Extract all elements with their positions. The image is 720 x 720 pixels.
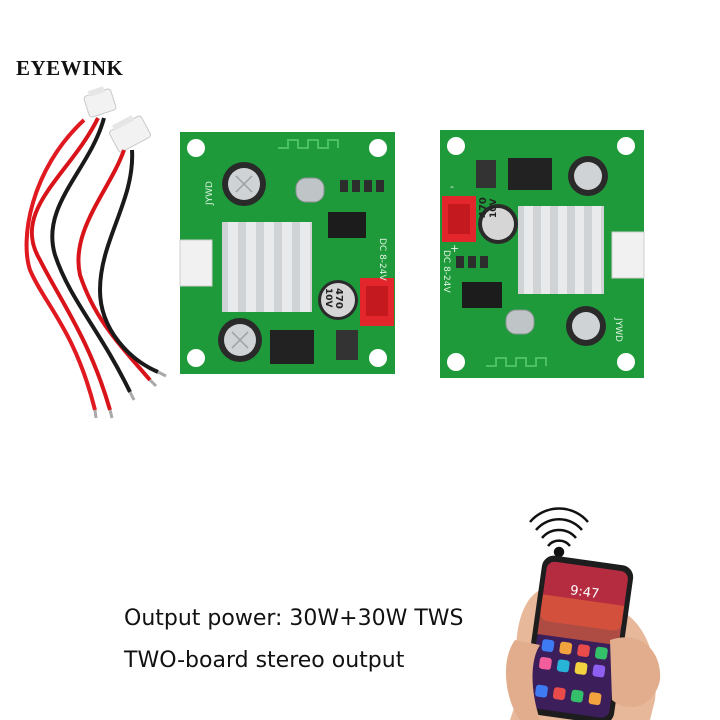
wire-harness — [24, 86, 167, 419]
white-connector-left — [179, 239, 213, 287]
jst-plug-1 — [83, 86, 117, 118]
ic-chip-left — [328, 212, 366, 238]
silk-brand-left: JYWD — [205, 181, 215, 206]
phone-in-hand: 9:47 — [505, 507, 661, 720]
regulator-right — [508, 158, 552, 190]
regulator-left — [270, 330, 314, 364]
cap-value-left: 470 — [333, 288, 344, 309]
wire-red-3 — [24, 118, 97, 411]
wireless-signal-icon — [529, 507, 589, 569]
polarity-plus: + — [450, 242, 459, 255]
capacitor-470uf — [318, 280, 358, 320]
wire-red-1 — [29, 117, 112, 411]
cap-value-right: 470 — [478, 197, 489, 218]
amplifier-board-right: - + DC 8-24V JYWD 470 10V — [440, 130, 645, 378]
silk-voltage-right: DC 8-24V — [441, 250, 451, 294]
heatsink-right — [518, 206, 604, 294]
silk-brand-right: JYWD — [613, 317, 623, 342]
capacitor-right-top — [568, 156, 608, 196]
brand-logo-text: EYEWINK — [16, 56, 124, 80]
wire-red-2 — [76, 149, 152, 382]
silk-voltage-left: DC 8-24V — [377, 238, 387, 282]
wire-black-2 — [97, 149, 159, 374]
crystal-right — [505, 309, 535, 335]
phone-clock: 9:47 — [569, 583, 600, 602]
heatsink-left — [222, 222, 312, 312]
white-connector-right — [611, 231, 645, 279]
thumb — [610, 637, 661, 708]
capacitor-right-470uf — [478, 204, 518, 244]
wire-black-1 — [50, 117, 132, 393]
caption-output-power: Output power: 30W+30W TWS — [124, 606, 464, 631]
app-icon-grid — [535, 639, 608, 706]
capacitor-right-bottom — [566, 306, 606, 346]
caption-stereo-output: TWO-board stereo output — [124, 648, 405, 673]
cap-voltage-left: 10V — [323, 288, 333, 308]
jst-plug-2 — [109, 115, 151, 153]
ic-chip-right — [462, 282, 502, 308]
polarity-minus: - — [450, 180, 454, 193]
crystal-left — [295, 177, 325, 203]
amplifier-board-left: JYWD DC 8-24V 470 10V — [179, 132, 395, 374]
capacitor-bottom — [218, 318, 262, 362]
cap-voltage-right: 10V — [489, 198, 499, 218]
fingers — [505, 640, 540, 720]
capacitor-top — [222, 162, 266, 206]
